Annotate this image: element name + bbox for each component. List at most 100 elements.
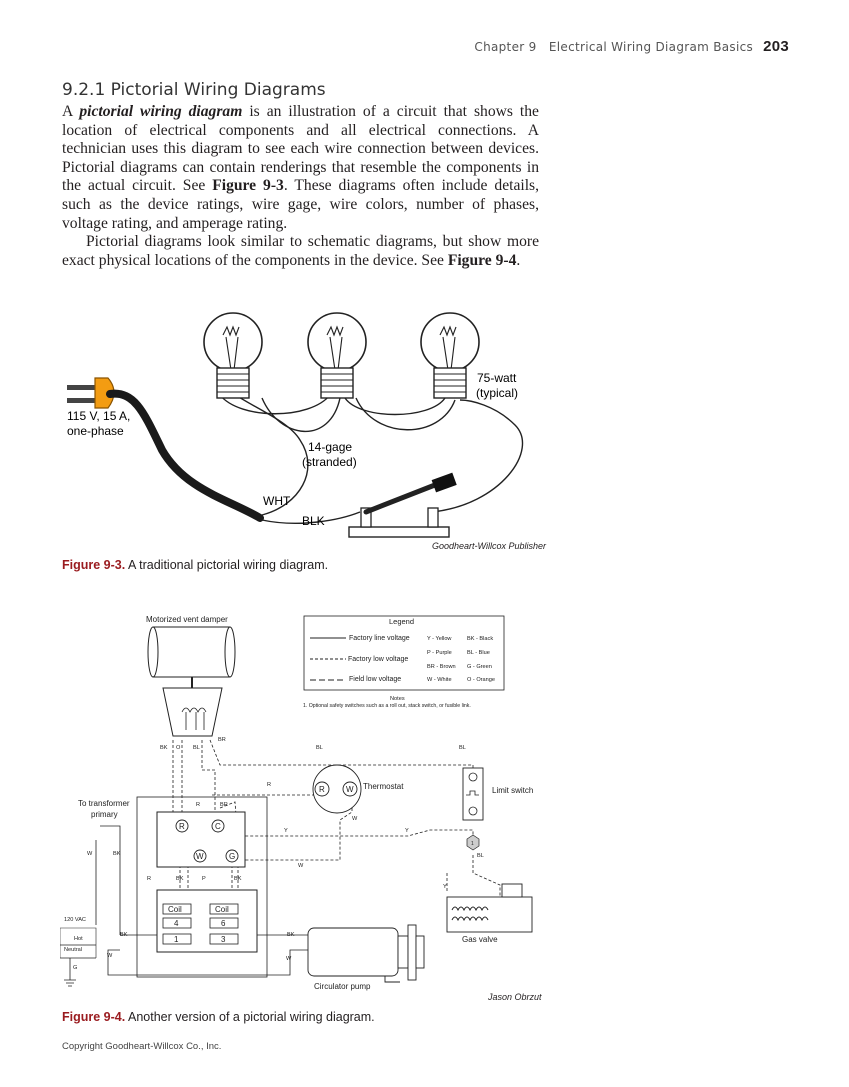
blk-wire [261,511,361,524]
coil-block: Coil Coil 4 6 1 3 [156,889,258,953]
legend-color: BK - Black [467,636,493,642]
wire-tag: W [107,953,113,959]
supply-ground-label: G [73,965,77,971]
wire-tag: P [202,876,206,882]
circulator-label: Circulator pump [314,982,371,991]
wire-tag: BK [120,932,128,938]
body-text: A pictorial wiring diagram is an illustr… [62,103,539,270]
legend-color: P - Purple [427,650,452,656]
caption-label: Figure 9-3. [62,558,126,572]
wire-tag: BK [287,932,295,938]
supply-label: one-phase [67,424,124,438]
legend-color: G - Green [467,664,492,670]
thermostat-icon: R W [312,764,362,814]
lamp-rating-label: 75-watt [477,371,517,385]
legend-color: BL - Blue [467,650,490,656]
wire-tag: BK [176,876,184,882]
wire-tag: R [267,782,271,788]
wire-tag: W [87,851,93,857]
legend-color: O - Orange [467,677,495,683]
wire-tag: Y [284,828,288,834]
relay-box: R C W G [156,811,246,868]
legend-color: Y - Yellow [427,636,452,642]
lamp-icon [203,312,263,399]
transformer-label: primary [91,810,118,819]
gas-valve-icon [446,883,533,933]
wire-tag: BL [193,745,200,751]
caption-label: Figure 9-4. [62,1010,126,1024]
relay-terminal-c: C [215,822,221,831]
supply-box [60,927,97,958]
notes-title: Notes [390,696,405,702]
figure-9-3-illustration: 115 V, 15 A, one-phase 75-watt (typical)… [67,312,524,538]
lamp-rating-label: (typical) [476,386,518,400]
lamp-link-wire [344,397,446,416]
running-header: Chapter 9 Electrical Wiring Diagram Basi… [474,38,789,55]
para2-start: Pictorial diagrams look similar to schem… [62,233,539,269]
supply-vac-label: 120 VAC [64,917,86,923]
supply-hot-label: Hot [74,936,83,942]
figure-reference: Figure 9-3 [212,177,284,195]
wire-gage-label: 14-gage [308,440,352,454]
thermostat-label: Thermostat [363,782,404,791]
pin-label: 6 [221,919,226,928]
wire-tag: W [286,956,292,962]
wire-tag: BL [316,745,323,751]
line-voltage-wiring [60,796,308,978]
wire-tag: W [298,863,304,869]
figure-caption: Figure 9-4. Another version of a pictori… [62,1010,375,1024]
wire-tag: R [196,802,200,808]
caption-text: Another version of a pictorial wiring di… [125,1010,375,1024]
pin-label: 4 [174,919,179,928]
limit-switch-label: Limit switch [492,786,533,795]
figure-credit: Jason Obrzut [488,992,542,1002]
wire-tag: BL [477,853,484,859]
lamp-link-wire [219,394,331,415]
page-number: 203 [763,38,789,55]
lamp-icon [307,312,367,399]
supply-label: 115 V, 15 A, [67,409,130,423]
pin-label: 3 [221,935,226,944]
lamp-link-wire [261,397,341,433]
copyright-footer: Copyright Goodheart-Willcox Co., Inc. [62,1041,222,1052]
para1-start: A [62,103,80,120]
transformer-label: To transformer [78,799,130,808]
wire-tag: W [352,816,358,822]
wire-tag: BR [218,737,226,743]
supply-neutral-label: Neutral [64,947,82,953]
thermostat-r: R [319,785,325,794]
figure-reference: Figure 9-4 [447,251,517,269]
lamp-icon [420,312,480,399]
key-term: pictorial wiring diagram [79,103,243,120]
wire-tag: O [176,745,181,751]
legend-color: W - White [427,677,452,683]
wire-tag: BL [459,745,466,751]
notes-text: 1. Optional safety switches such as a ro… [303,703,471,709]
gas-valve-label: Gas valve [462,935,498,944]
switch-wire [431,399,524,513]
vent-damper-icon [147,626,236,737]
damper-label: Motorized vent damper [146,615,228,624]
legend-field-low: Field low voltage [349,676,401,683]
thermostat-w: W [346,785,354,794]
fuse-label: 1 [471,841,474,847]
chapter-number: Chapter 9 [474,40,537,54]
section-title: 9.2.1 Pictorial Wiring Diagrams [62,80,326,100]
legend-title: Legend [389,617,414,626]
para1-middle: is an illustration of a circuit that sho… [62,103,539,195]
knife-switch-icon [348,472,457,538]
legend-factory-line: Factory line voltage [349,635,410,642]
circulator-pump-icon [307,924,425,983]
wire-gage-label: (stranded) [302,455,357,469]
relay-terminal-g: G [229,852,235,861]
limit-switch-icon: 1 [462,767,484,851]
relay-terminal-w: W [196,852,204,861]
paragraph-2: Pictorial diagrams look similar to schem… [62,233,539,270]
coil-label: Coil [168,905,182,914]
caption-text: A traditional pictorial wiring diagram. [125,558,329,572]
power-cord [106,389,264,522]
wire-tag: BK [113,851,121,857]
legend-color: BR - Brown [427,664,456,670]
wire-tag: BK [160,745,168,751]
wire-tag: BK [234,876,242,882]
